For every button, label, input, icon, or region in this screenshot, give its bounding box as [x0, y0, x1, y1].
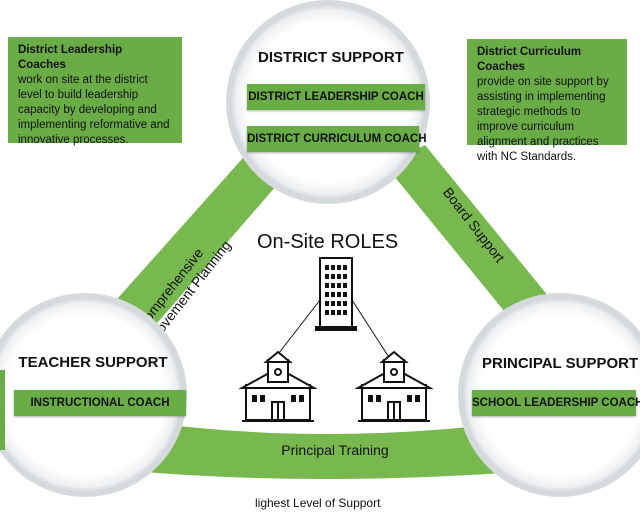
note-title: District Leadership Coaches: [18, 44, 123, 71]
office-building-icon: [315, 257, 357, 331]
connector-bottom-label: Principal Training: [281, 442, 388, 458]
line-to-left-school: [271, 299, 321, 363]
school-building-icon-left: [238, 350, 318, 422]
note-body: work on site at the district level to bu…: [18, 74, 170, 146]
principal-support-title: PRINCIPAL SUPPORT: [482, 355, 639, 372]
district-leadership-coaches-note: District Leadership Coaches work on site…: [8, 37, 182, 146]
note-title: District Curriculum Coaches: [477, 46, 582, 73]
on-site-roles-title: On-Site ROLES: [257, 231, 399, 253]
line-to-right-school: [351, 299, 393, 363]
school-leadership-coach-pill: SCHOOL LEADERSHIP COACH: [472, 390, 640, 416]
teacher-support-title: TEACHER SUPPORT: [18, 354, 168, 371]
district-curriculum-coaches-note: District Curriculum Coaches provide on s…: [467, 39, 627, 163]
district-support-title: DISTRICT SUPPORT: [258, 49, 404, 66]
school-building-icon-right: [354, 350, 434, 422]
bottom-connector-band: [120, 418, 545, 479]
left-edge-strip: [0, 370, 5, 450]
district-curriculum-coach-pill: DISTRICT CURRICULUM COACH: [247, 126, 427, 152]
district-leadership-coach-pill: DISTRICT LEADERSHIP COACH: [247, 84, 425, 110]
footer-caption: lighest Level of Support: [255, 496, 381, 510]
instructional-coach-pill: INSTRUCTIONAL COACH: [14, 390, 186, 416]
note-body: provide on site support by assisting in …: [477, 76, 609, 163]
